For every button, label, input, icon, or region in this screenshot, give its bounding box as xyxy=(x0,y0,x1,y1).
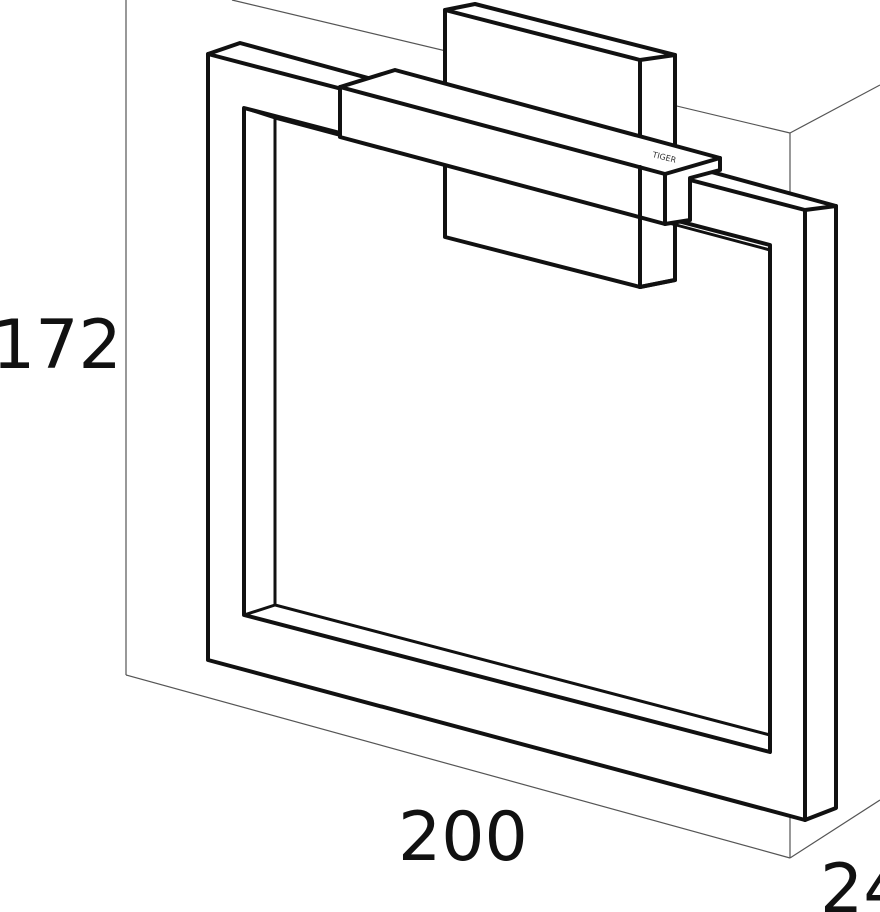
depth-dimension-label: 24 xyxy=(820,850,880,912)
width-dimension-label: 200 xyxy=(398,798,528,877)
connector-bar xyxy=(338,68,722,289)
height-dimension-label: 172 xyxy=(0,306,122,385)
